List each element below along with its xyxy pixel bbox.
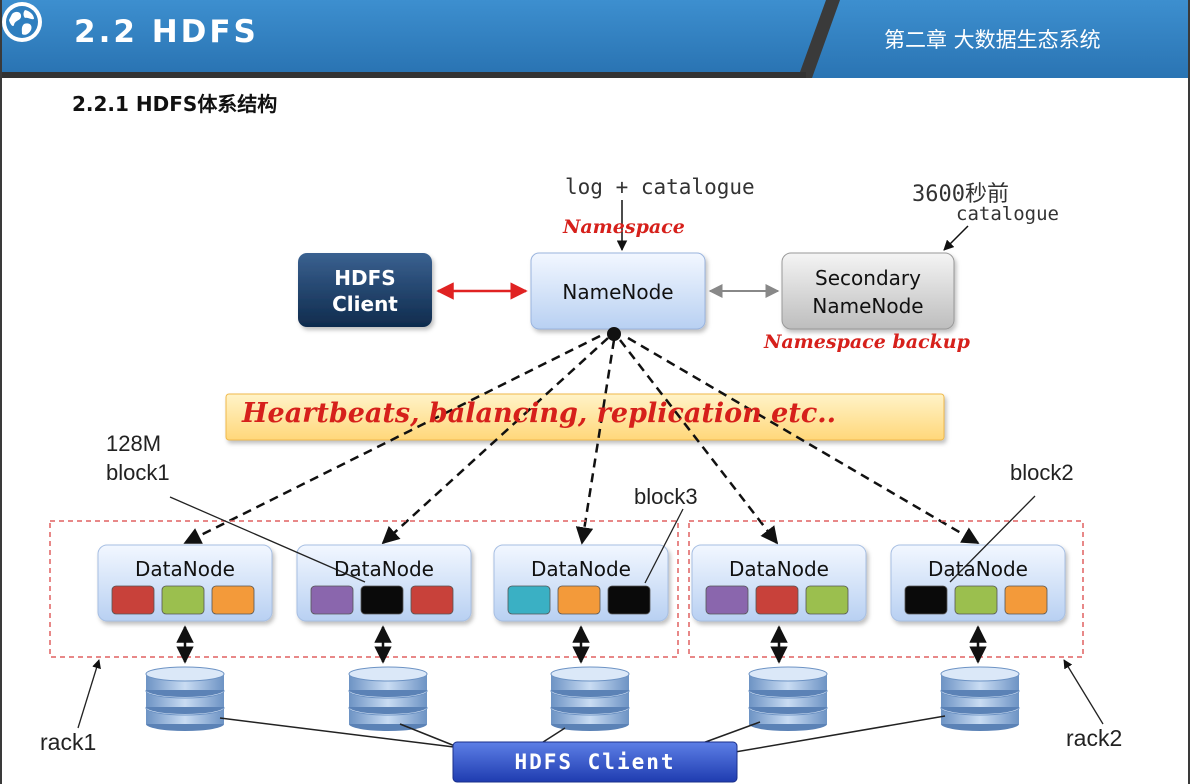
rack1-boundary (49, 520, 679, 658)
block3-label: block3 (634, 484, 698, 509)
section-heading: 2.2.1 HDFS体系结构 (72, 92, 278, 116)
disk-stack-5 (940, 666, 1020, 731)
heartbeat-banner-text: Heartbeats, balancing, replication etc.. (242, 398, 837, 429)
disk-stacks (145, 666, 1020, 731)
annotation-lines (169, 495, 1036, 584)
block1-size-label: 128M (106, 431, 162, 456)
backup-time-label: 3600秒前 (912, 182, 1009, 207)
block-green (805, 585, 849, 615)
namenode-label: NameNode (562, 280, 674, 304)
block-orange (557, 585, 601, 615)
datanode-5-label: DataNode (928, 557, 1028, 581)
heartbeat-banner-box (225, 393, 945, 441)
block-orange (211, 585, 255, 615)
disk-stack-3 (550, 666, 630, 731)
backup-catalogue-label: catalogue (956, 203, 1059, 225)
disk-stack-4 (748, 666, 828, 731)
hdfs-client-bottom-label: HDFS Client (514, 750, 676, 774)
secondary-namenode-box (781, 252, 955, 330)
rack1-pointer (77, 659, 101, 729)
rack2-boundary (688, 520, 1084, 658)
rack1-label: rack1 (40, 729, 97, 755)
hdfs-client-top-label: HDFS Client (332, 266, 398, 316)
block-orange (1004, 585, 1048, 615)
globe-icon (2, 2, 42, 42)
header-background (0, 0, 1190, 78)
namespace-backup-label: Namespace backup (764, 331, 970, 353)
hdfs-client-top-box (298, 253, 432, 327)
heartbeat-lines (183, 334, 980, 545)
catalogue-arrow (943, 225, 969, 251)
block1-label: block1 (106, 460, 170, 485)
disk-stack-1 (145, 666, 225, 731)
block2-label: block2 (1010, 460, 1074, 485)
block-red (755, 585, 799, 615)
datanode-4-label: DataNode (729, 557, 829, 581)
block-purple (310, 585, 354, 615)
block-purple (705, 585, 749, 615)
block-red (410, 585, 454, 615)
page-title: 2.2 HDFS (74, 14, 259, 50)
datanode-disk-arrows (176, 625, 987, 664)
block-black (607, 585, 651, 615)
hdfs-client-bottom-box (452, 741, 738, 783)
block-black (904, 585, 948, 615)
block-green (954, 585, 998, 615)
block-green (161, 585, 205, 615)
secondary-namenode-label: Secondary NameNode (812, 266, 924, 318)
namespace-label: Namespace (563, 216, 685, 238)
block-black (360, 585, 404, 615)
header-bar: 2.2 HDFS 第二章 大数据生态系统 (0, 0, 1190, 78)
block-squares (111, 585, 1048, 615)
block-red (111, 585, 155, 615)
disk-stack-2 (348, 666, 428, 731)
namenode-hub-dot (607, 327, 621, 341)
rack2-label: rack2 (1066, 725, 1123, 751)
log-catalogue-label: log + catalogue (565, 175, 755, 199)
datanode-1-label: DataNode (135, 557, 235, 581)
block-teal (507, 585, 551, 615)
datanode-3-label: DataNode (531, 557, 631, 581)
chapter-title: 第二章 大数据生态系统 (884, 28, 1101, 52)
datanode-2-label: DataNode (334, 557, 434, 581)
rack2-pointer (1063, 659, 1104, 725)
